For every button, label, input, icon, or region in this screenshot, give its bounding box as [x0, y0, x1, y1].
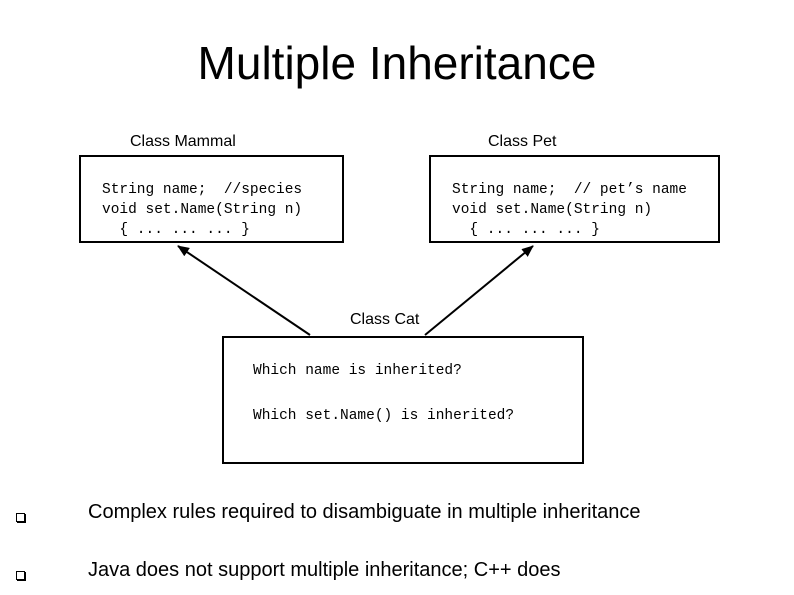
cat-question-name: Which name is inherited?: [253, 363, 462, 379]
pet-method-line: void set.Name(String n): [452, 202, 653, 218]
pet-field-line: String name; // pet’s name: [452, 182, 687, 198]
bullet-text: Complex rules required to disambiguate i…: [88, 501, 641, 523]
mammal-class-box: String name; //species void set.Name(Str…: [79, 155, 344, 243]
cat-class-box: Which name is inherited? Which set.Name(…: [222, 336, 584, 464]
mammal-field-line: String name; //species: [102, 182, 303, 198]
slide-title: Multiple Inheritance: [197, 37, 597, 89]
mammal-method-line: void set.Name(String n): [102, 202, 303, 218]
pet-class-box: String name; // pet’s name void set.Name…: [429, 155, 720, 243]
square-bullet-icon: [16, 571, 25, 580]
cat-to-pet-arrow: [424, 245, 534, 336]
cat-class-label: Class Cat: [350, 311, 420, 328]
cat-to-mammal-arrow: [177, 245, 311, 336]
bullet-text: Java does not support multiple inheritan…: [88, 559, 561, 581]
bullet-item: Complex rules required to disambiguate i…: [0, 501, 794, 531]
bullet-item: Java does not support multiple inheritan…: [0, 559, 794, 589]
pet-class-label: Class Pet: [488, 133, 557, 150]
mammal-class-label: Class Mammal: [130, 133, 236, 150]
mammal-body-line: { ... ... ... }: [102, 222, 250, 238]
cat-question-setname: Which set.Name() is inherited?: [253, 408, 515, 424]
square-bullet-icon: [16, 513, 25, 522]
pet-body-line: { ... ... ... }: [452, 222, 600, 238]
